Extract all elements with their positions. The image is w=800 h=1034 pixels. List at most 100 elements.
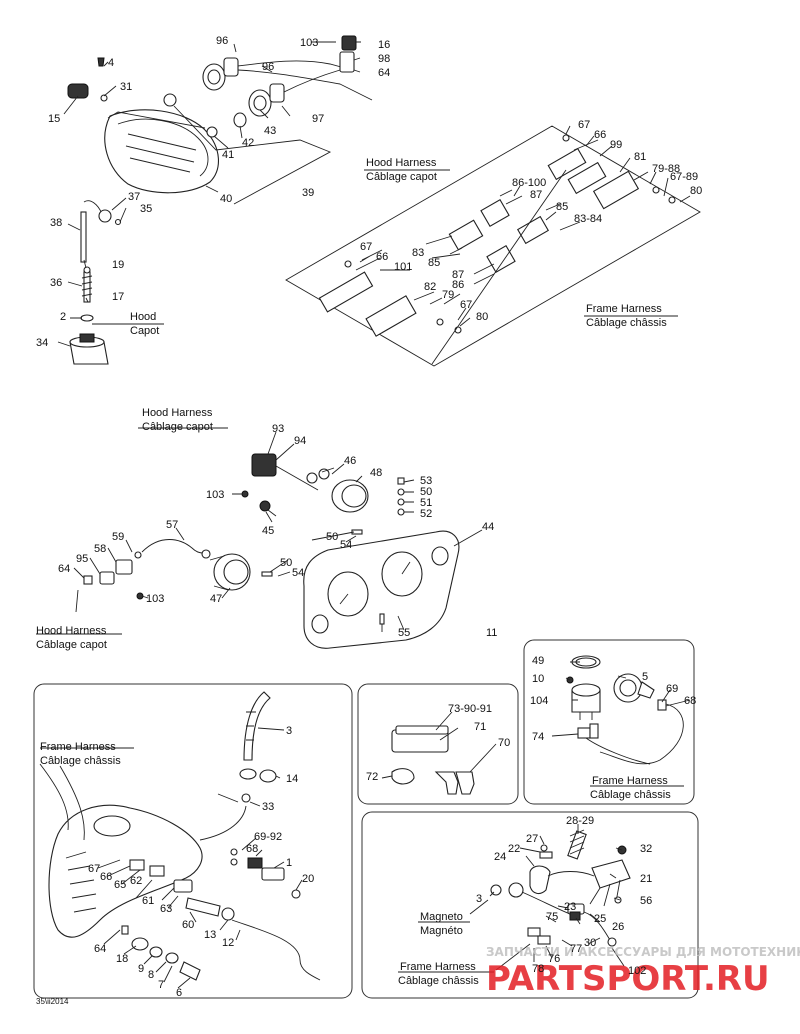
callout: 101 [394, 261, 412, 273]
hood-harness-mid-label: Hood Harness [142, 407, 213, 419]
callout: 40 [220, 193, 232, 205]
callout: 15 [48, 113, 60, 125]
headlight-assembly [57, 35, 373, 365]
callout: 31 [120, 81, 132, 93]
callout: 54 [292, 567, 304, 579]
callout: 46 [344, 455, 356, 467]
hood-harness-left-label-fr: Câblage capot [36, 639, 107, 651]
callout: 24 [494, 851, 506, 863]
watermark-site: PARTSPORT.RU [486, 959, 770, 999]
harness-labels: Hood Harness Câblage capot Hood Capot Fr… [36, 157, 671, 1006]
callout: 87 [530, 189, 542, 201]
callout: 102 [628, 965, 646, 977]
callout: 70 [498, 737, 510, 749]
callout: 79 [442, 289, 454, 301]
callout: 51 [420, 497, 432, 509]
frame-harness-box1-label-fr: Câblage châssis [40, 755, 121, 767]
callout: 56 [640, 895, 652, 907]
callout: 86-100 [512, 177, 546, 189]
callout: 3 [286, 725, 292, 737]
box-temperature-gauge [523, 639, 695, 805]
callout: 104 [530, 695, 548, 707]
callout: 63 [160, 903, 172, 915]
callout: 55 [398, 627, 410, 639]
callout: 67 [460, 299, 472, 311]
callout-numbers: 96 103 16 98 64 96 4 31 15 43 97 42 41 4… [36, 35, 702, 999]
callout: 45 [262, 525, 274, 537]
callout: 28-29 [566, 815, 594, 827]
callout: 103 [146, 593, 164, 605]
callout: 99 [610, 139, 622, 151]
callout: 50 [280, 557, 292, 569]
frame-harness-top-label: Frame Harness [586, 303, 662, 315]
callout: 14 [286, 773, 298, 785]
callout: 80 [476, 311, 488, 323]
callout: 48 [370, 467, 382, 479]
callout: 10 [532, 673, 544, 685]
callout: 13 [204, 929, 216, 941]
callout: 69-92 [254, 831, 282, 843]
callout: 69 [666, 683, 678, 695]
hood-harness-mid-label-fr: Câblage capot [142, 421, 213, 433]
callout: 6 [176, 987, 182, 999]
callout: 16 [378, 39, 390, 51]
callout: 67 [578, 119, 590, 131]
callout: 23 [564, 901, 576, 913]
callout: 75 [546, 911, 558, 923]
callout: 11 [486, 627, 497, 639]
callout: 80 [690, 185, 702, 197]
callout: 81 [634, 151, 646, 163]
callout: 3 [476, 893, 482, 905]
callout: 77 [570, 943, 582, 955]
callout: 73-90-91 [448, 703, 492, 715]
frame-harness-box4-label-fr: Câblage châssis [398, 975, 479, 987]
callout: 38 [50, 217, 62, 229]
callout: 54 [340, 539, 352, 551]
callout: 67 [88, 863, 100, 875]
callout: 58 [94, 543, 106, 555]
callout: 52 [420, 508, 432, 520]
callout: 36 [50, 277, 62, 289]
callout: 5 [642, 671, 648, 683]
callout: 82 [424, 281, 436, 293]
callout: 95 [76, 553, 88, 565]
callout: 66 [100, 871, 112, 883]
box-fuse-kit [357, 683, 519, 805]
callout: 33 [262, 801, 274, 813]
callout: 85 [556, 201, 568, 213]
hood-harness-left-label: Hood Harness [36, 625, 107, 637]
callout: 64 [94, 943, 106, 955]
date-code: 35\ii2014 [36, 997, 69, 1006]
callout: 27 [526, 833, 538, 845]
callout: 68 [684, 695, 696, 707]
magneto-label-fr: Magnéto [420, 925, 463, 937]
callout: 25 [594, 913, 606, 925]
callout: 1 [286, 857, 292, 869]
callout: 96 [216, 35, 228, 47]
callout: 7 [158, 979, 164, 991]
callout: 20 [302, 873, 314, 885]
callout: 32 [640, 843, 652, 855]
callout: 97 [312, 113, 324, 125]
callout: 103 [300, 37, 318, 49]
callout: 22 [508, 843, 520, 855]
callout: 43 [264, 125, 276, 137]
frame-harness-box4-label: Frame Harness [400, 961, 476, 973]
callout: 96 [262, 61, 274, 73]
callout: 50 [420, 486, 432, 498]
magneto-label: Magneto [420, 911, 463, 923]
callout: 71 [474, 721, 486, 733]
callout: 44 [482, 521, 494, 533]
callout: 78 [532, 963, 544, 975]
callout: 39 [302, 187, 314, 199]
callout: 94 [294, 435, 306, 447]
callout: 26 [612, 921, 624, 933]
callout: 53 [420, 475, 432, 487]
callout: 72 [366, 771, 378, 783]
callout: 30 [584, 937, 596, 949]
hood-label-fr: Capot [130, 325, 159, 337]
callout: 64 [58, 563, 70, 575]
callout: 18 [116, 953, 128, 965]
